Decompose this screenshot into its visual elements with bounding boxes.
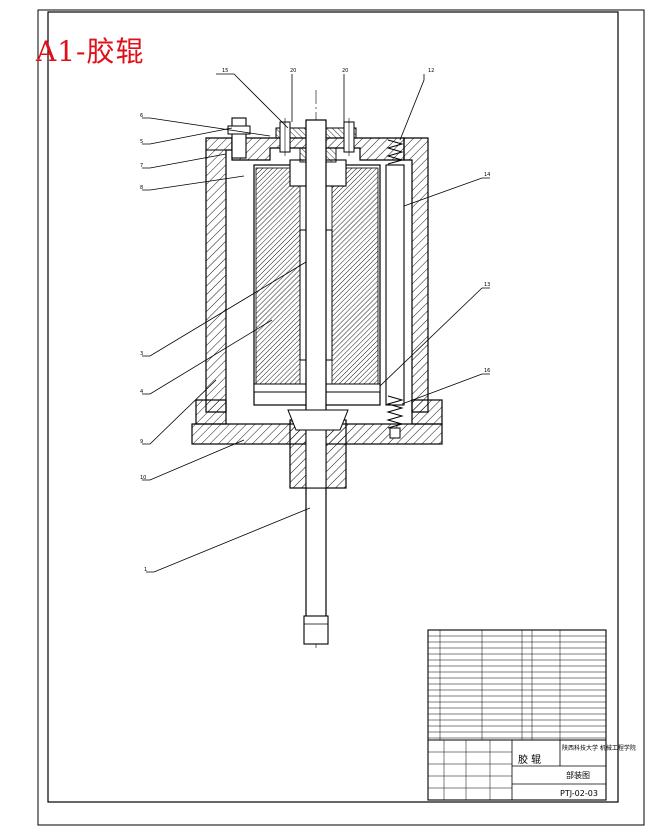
title-block: 胶 辊 陕西科技大学 机械工程学院 部装图 PTJ-02-03 — [427, 629, 636, 801]
callout: 14 — [484, 172, 490, 178]
leader-lines — [142, 73, 490, 573]
title-block-school: 陕西科技大学 机械工程学院 — [562, 744, 636, 752]
outer-frame — [37, 9, 645, 826]
callout: 7 — [140, 163, 143, 169]
callout: 16 — [484, 368, 490, 374]
title-block-drawing-no: PTJ-02-03 — [560, 789, 598, 798]
callout: 10 — [140, 475, 146, 481]
callout: 15 — [222, 68, 228, 74]
callout: 1 — [144, 567, 147, 573]
callout: 8 — [140, 185, 143, 191]
callout: 9 — [140, 439, 143, 445]
callout: 13 — [484, 282, 490, 288]
left-bolt — [227, 117, 251, 159]
callout: 12 — [428, 68, 434, 74]
title-block-name: 胶 辊 — [518, 753, 541, 766]
lower-sleeve — [287, 409, 349, 489]
callout-numbers: 15 20 20 12 6 5 7 8 3 4 9 10 1 14 13 16 — [140, 68, 490, 573]
callout: 20 — [342, 68, 348, 74]
callout: 20 — [290, 68, 296, 74]
guide-column — [385, 139, 405, 439]
callout: 6 — [140, 113, 143, 119]
callout: 4 — [140, 389, 143, 395]
drawing-title: A1-胶辊 — [36, 35, 145, 68]
callout: 5 — [140, 139, 143, 145]
callout: 3 — [140, 351, 143, 357]
title-block-drawing-type: 部装图 — [566, 770, 590, 780]
inner-frame — [47, 11, 619, 803]
shaft — [303, 119, 329, 645]
